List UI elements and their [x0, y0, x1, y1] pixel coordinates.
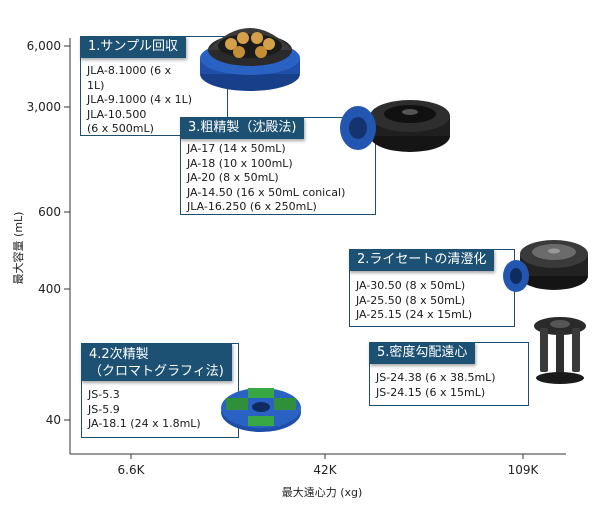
high-speed-rotor-image — [503, 240, 588, 292]
rotor-item: JS-24.38 (6 x 38.5mL) — [376, 371, 496, 384]
callout-title: 4.2次精製 （クロマトグラフィ法) — [81, 343, 232, 381]
y-axis-title: 最大容量 (mL) — [11, 212, 25, 285]
swinging-bucket-rotor-image — [534, 317, 586, 384]
callout-title: 2.ライセートの清澄化 — [349, 249, 495, 271]
rotor-item: JLA-10.500 — [87, 107, 147, 121]
rotor-item: JLA-8.1000 (6 x — [87, 64, 172, 77]
rotor-item: JA-20 (8 x 50mL) — [187, 171, 279, 184]
y-tick-label: 600 — [38, 205, 61, 219]
callout-secondary-purification: 4.2次精製 （クロマトグラフィ法) JS-5.3 JS-5.9 JA-18.1… — [81, 343, 239, 438]
fixed-angle-rotor-lid-image — [340, 100, 450, 152]
x-axis-title: 最大遠心力 (xg) — [282, 485, 363, 499]
rotor-item: JA-25.15 (24 x 15mL) — [356, 308, 473, 321]
rotor-list: JS-24.38 (6 x 38.5mL) JS-24.15 (6 x 15mL… — [376, 371, 496, 400]
rotor-item: JLA-9.1000 (4 x 1L) — [87, 93, 193, 106]
rotor-item: JA-18 (10 x 100mL) — [187, 156, 293, 170]
callout-title-line: 4.2次精製 — [89, 347, 149, 362]
callout-title: 3.粗精製（沈殿法) — [180, 117, 305, 139]
callout-lysate-clarification: 2.ライセートの清澄化 JA-30.50 (8 x 50mL) JA-25.50… — [349, 249, 515, 327]
rotor-list: JS-5.3 JS-5.9 JA-18.1 (24 x 1.8mL) — [88, 388, 201, 432]
rotor-item: JA-30.50 (8 x 50mL) — [356, 279, 466, 292]
rotor-list: JLA-8.1000 (6 x 1L) JLA-9.1000 (4 x 1L) … — [87, 64, 192, 137]
rotor-item: (6 x 500mL) — [87, 122, 154, 135]
rotor-item: JS-5.9 — [88, 402, 120, 416]
callout-title: 5.密度勾配遠心 — [369, 342, 476, 364]
rotor-item: JLA-16.250 (6 x 250mL) — [187, 200, 317, 213]
rotor-item: 1L) — [87, 78, 105, 92]
fixed-angle-rotor-image — [200, 28, 300, 91]
rotor-list: JA-30.50 (8 x 50mL) JA-25.50 (8 x 50mL) … — [356, 279, 472, 323]
rotor-item: JA-14.50 (16 x 50mL conical) — [187, 185, 346, 199]
rotor-list: JA-17 (14 x 50mL) JA-18 (10 x 100mL) JA-… — [187, 142, 345, 215]
rotor-item: JA-18.1 (24 x 1.8mL) — [88, 417, 201, 430]
rotor-item: JA-17 (14 x 50mL) — [187, 142, 286, 155]
y-tick-label: 400 — [38, 282, 61, 296]
rotor-item: JS-5.3 — [88, 388, 120, 401]
callout-title-line: （クロマトグラフィ法) — [89, 364, 224, 379]
x-tick-label: 6.6K — [118, 463, 146, 477]
rotor-item: JS-24.15 (6 x 15mL) — [376, 385, 486, 399]
swinging-bucket-plate-rotor-image — [221, 388, 301, 432]
x-tick-label: 109K — [508, 463, 540, 477]
y-tick-label: 40 — [46, 413, 61, 427]
callout-density-gradient: 5.密度勾配遠心 JS-24.38 (6 x 38.5mL) JS-24.15 … — [369, 342, 529, 406]
y-tick-label: 6,000 — [27, 39, 61, 53]
callout-title: 1.サンプル回収 — [80, 36, 187, 58]
x-tick-label: 42K — [313, 463, 337, 477]
y-tick-label: 3,000 — [27, 100, 61, 114]
rotor-item: JA-25.50 (8 x 50mL) — [356, 293, 466, 307]
